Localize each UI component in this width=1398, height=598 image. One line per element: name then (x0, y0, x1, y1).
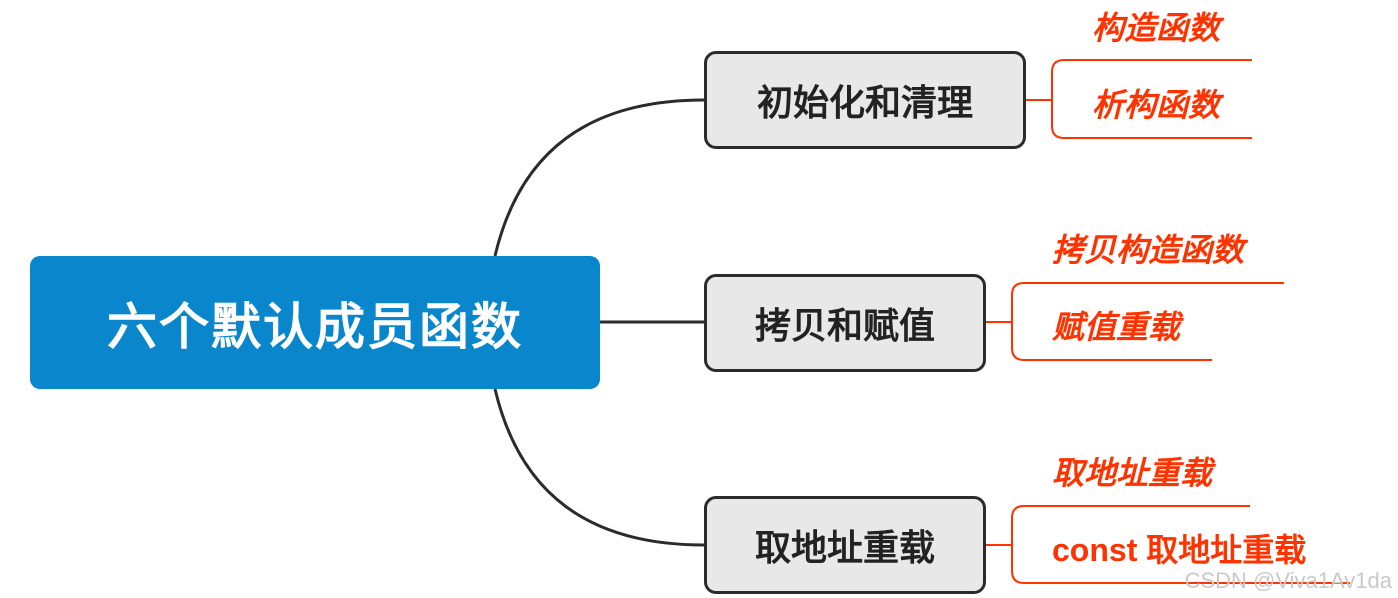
root-node-label: 六个默认成员函数 (107, 297, 523, 356)
leaf-destructor: 析构函数 (1092, 86, 1221, 124)
leaf-assignment-overload: 赋值重载 (1052, 308, 1181, 346)
leaf-address-overload: 取地址重载 (1052, 454, 1213, 492)
connector-branch-2-leaf-1 (1011, 545, 1350, 584)
connector-root-to-branch-0 (493, 98, 705, 257)
branch-node-init-cleanup: 初始化和清理 (704, 51, 1026, 149)
connector-root-to-branch-2 (493, 388, 705, 547)
leaf-const-address-overload: const 取地址重载 (1052, 532, 1307, 568)
connector-branch-1-leaf-0 (1011, 282, 1284, 322)
connector-branch-0-leaf-1 (1051, 100, 1252, 139)
watermark: CSDN @Viva1Av1da (1184, 568, 1392, 593)
branch-node-label: 初始化和清理 (756, 83, 973, 124)
branch-node-copy-assign: 拷贝和赋值 (704, 274, 986, 372)
connector-branch-2-leaf-0 (1011, 505, 1250, 545)
root-node: 六个默认成员函数 (30, 256, 600, 389)
leaf-copy-constructor: 拷贝构造函数 (1052, 231, 1245, 269)
connector-branch-1-leaf-1 (1011, 322, 1212, 361)
leaf-constructor: 构造函数 (1092, 9, 1221, 47)
branch-node-label: 拷贝和赋值 (754, 306, 935, 347)
branch-node-address-overload: 取地址重载 (704, 496, 986, 594)
branch-node-label: 取地址重载 (754, 528, 935, 569)
connector-branch-0-leaf-0 (1051, 59, 1252, 100)
